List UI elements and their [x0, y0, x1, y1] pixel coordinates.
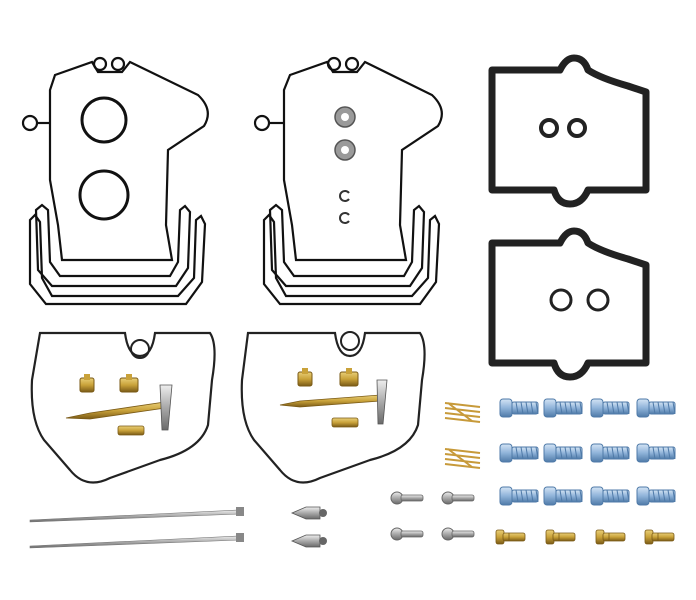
- brass-screw: [644, 529, 675, 545]
- square-gasket-top: [488, 54, 650, 208]
- washer-hole: [341, 113, 349, 121]
- float-valve: [290, 534, 327, 548]
- blue-screw: [499, 486, 539, 506]
- brass-screw: [545, 529, 576, 545]
- silver-screw: [390, 491, 424, 505]
- washer-hole: [341, 146, 349, 154]
- spring: [444, 402, 481, 423]
- blue-screw: [636, 398, 676, 418]
- jet-needle: [29, 533, 244, 549]
- float-bowl-gasket-right: [240, 331, 426, 484]
- float-bowl-gasket-left: [30, 331, 216, 484]
- e-clip: [339, 190, 350, 202]
- e-clip: [339, 212, 350, 224]
- blue-screw: [543, 486, 583, 506]
- bowl-gasket-hole: [130, 339, 150, 359]
- top-gasket-left: [21, 56, 209, 306]
- brass-screw-row: [495, 529, 675, 545]
- square-gasket-bottom: [488, 227, 650, 381]
- o-ring-small: [567, 118, 587, 138]
- blue-screw: [636, 486, 676, 506]
- blue-screw: [499, 398, 539, 418]
- top-gasket-right: [253, 56, 443, 306]
- o-ring-large: [78, 169, 130, 221]
- jet-set-left: [65, 374, 173, 436]
- silver-screw-group: [390, 491, 475, 541]
- silver-screw: [441, 527, 475, 541]
- blue-screw: [590, 398, 630, 418]
- o-ring-large: [80, 96, 128, 144]
- blue-screw: [499, 443, 539, 463]
- spring: [444, 448, 481, 469]
- bowl-gasket-hole: [340, 331, 360, 351]
- silver-screw: [441, 491, 475, 505]
- blue-screw: [590, 443, 630, 463]
- blue-screw: [543, 398, 583, 418]
- brass-screw: [495, 529, 526, 545]
- o-ring-small: [586, 288, 610, 312]
- silver-screw: [390, 527, 424, 541]
- o-ring-small: [539, 118, 559, 138]
- brass-screw: [595, 529, 626, 545]
- blue-screw: [590, 486, 630, 506]
- jet-needle: [29, 507, 244, 523]
- jet-set-right: [279, 368, 388, 428]
- blue-screw: [636, 443, 676, 463]
- float-valve: [290, 506, 327, 520]
- blue-screw: [543, 443, 583, 463]
- o-ring-small: [549, 288, 573, 312]
- blue-screw-grid: [499, 398, 676, 506]
